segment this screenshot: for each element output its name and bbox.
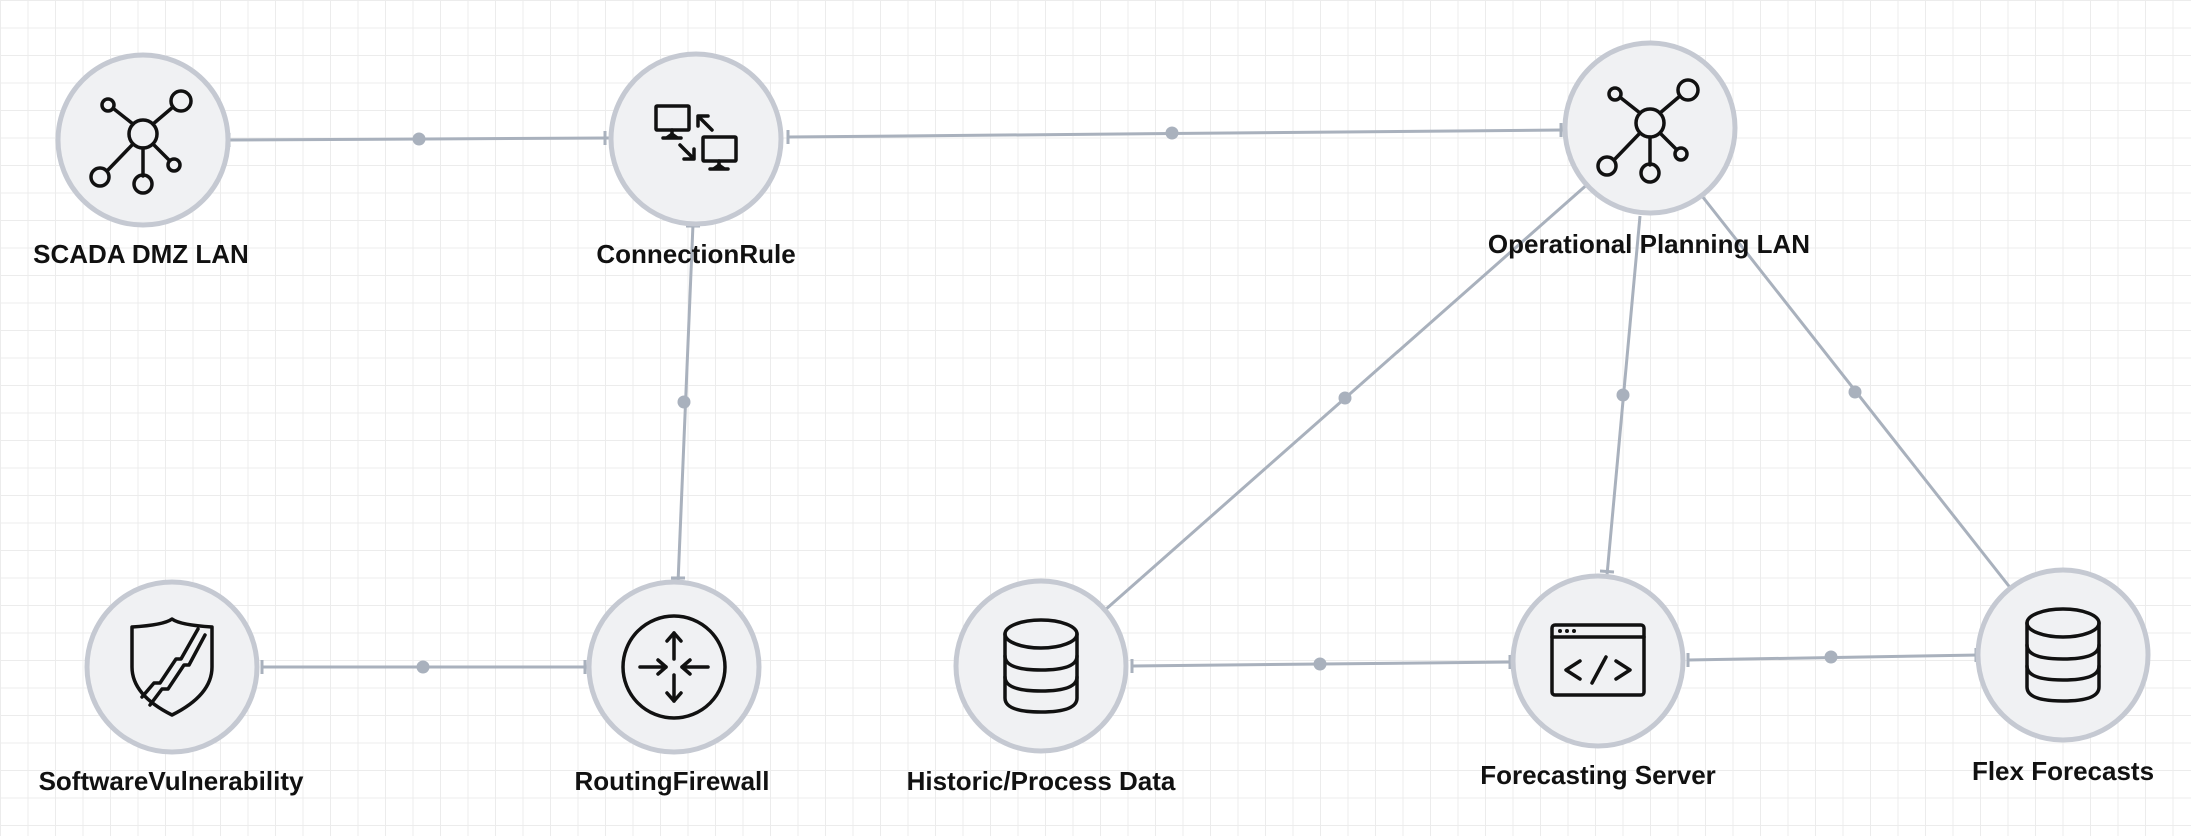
edge-soft-router[interactable] — [260, 660, 588, 674]
node-label: Operational Planning LAN — [1488, 229, 1810, 259]
node-scada-dmz-lan[interactable]: SCADA DMZ LAN — [33, 52, 249, 269]
node-software-vulnerability[interactable]: SoftwareVulnerability — [39, 579, 304, 796]
node-operational-planning-lan[interactable]: Operational Planning LAN — [1488, 40, 1810, 259]
node-label: Forecasting Server — [1480, 760, 1716, 790]
node-label: SoftwareVulnerability — [39, 766, 304, 796]
node-connection-rule[interactable]: ConnectionRule — [596, 51, 796, 269]
edge-flex-opl[interactable] — [1700, 195, 2014, 591]
node-forecasting-server[interactable]: Forecasting Server — [1480, 573, 1716, 790]
node-historic-process-data[interactable]: Historic/Process Data — [907, 578, 1176, 796]
edge-hist-fore[interactable] — [1130, 655, 1513, 673]
node-label: Flex Forecasts — [1972, 756, 2154, 786]
edge-conn-opl[interactable] — [786, 123, 1564, 144]
node-label: SCADA DMZ LAN — [33, 239, 249, 269]
node-label: RoutingFirewall — [575, 766, 770, 796]
node-label: ConnectionRule — [596, 239, 795, 269]
edge-scada-conn[interactable] — [227, 131, 610, 147]
node-routing-firewall[interactable]: RoutingFirewall — [575, 579, 770, 796]
edge-hist-opl[interactable] — [1104, 180, 1591, 612]
node-label: Historic/Process Data — [907, 766, 1176, 796]
node-flex-forecasts[interactable]: Flex Forecasts — [1972, 567, 2154, 786]
edge-fore-flex[interactable] — [1686, 648, 1980, 667]
edge-conn-router[interactable] — [671, 223, 700, 584]
edge-fore-opl[interactable] — [1599, 215, 1642, 576]
